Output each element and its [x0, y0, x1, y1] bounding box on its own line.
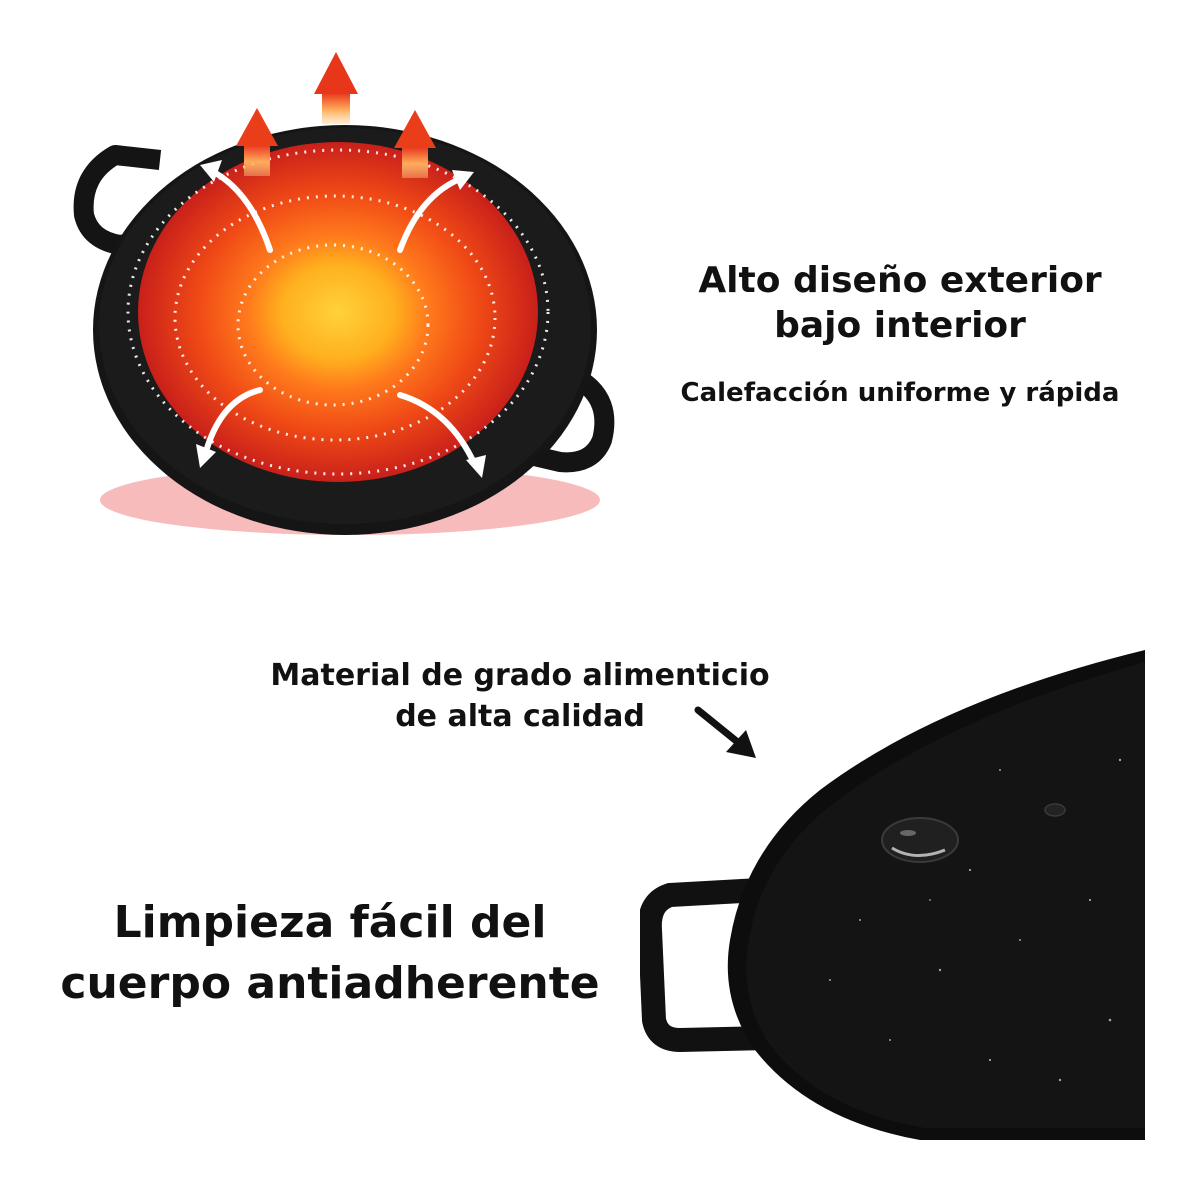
heating-design-title: Alto diseño exterior bajo interior	[640, 258, 1160, 348]
heated-pan-illustration	[73, 52, 615, 535]
pan-handle-right	[527, 365, 615, 473]
heating-subtitle: Calefacción uniforme y rápida	[680, 378, 1120, 408]
heating-title-line-2: bajo interior	[774, 305, 1026, 346]
pan-handle-left	[73, 145, 162, 255]
cleaning-title-line-2: cuerpo antiadherente	[60, 958, 600, 1009]
material-quality-label: Material de grado alimenticio de alta ca…	[250, 655, 790, 737]
material-label-line-1: Material de grado alimenticio	[270, 658, 770, 693]
material-label-line-2: de alta calidad	[395, 699, 645, 734]
pointer-arrow-icon	[694, 706, 756, 758]
rising-heat-arrows	[236, 52, 436, 178]
cleaning-title-line-1: Limpieza fácil del	[113, 897, 547, 948]
cleaning-title: Limpieza fácil del cuerpo antiadherente	[40, 892, 620, 1014]
water-droplet	[881, 817, 959, 863]
heat-spread-arrows	[202, 167, 478, 468]
pan-handle	[640, 878, 771, 1052]
nonstick-pan-closeup	[640, 650, 1145, 1140]
small-droplet	[1044, 803, 1066, 817]
heating-title-line-1: Alto diseño exterior	[698, 260, 1102, 301]
